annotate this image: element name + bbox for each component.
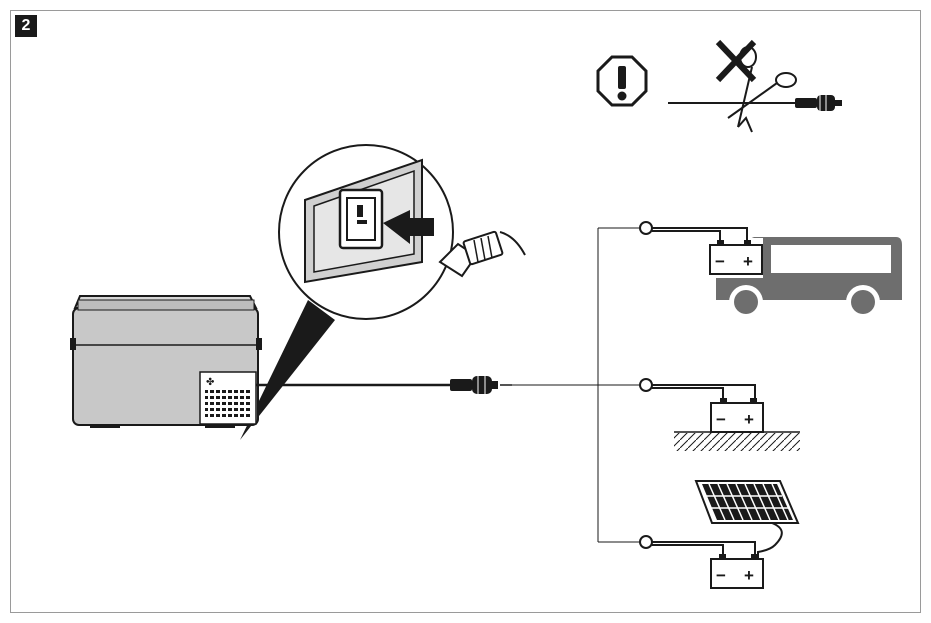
cooler-box: ✤ <box>70 295 262 428</box>
battery-plus-label: + <box>744 410 754 429</box>
vehicle-branch: − + <box>639 221 902 319</box>
dc-plug-icon <box>438 230 526 278</box>
battery-icon: − + <box>710 398 764 433</box>
ground-hatch <box>674 431 800 451</box>
battery-plus-label: + <box>743 252 753 271</box>
cigarette-plug-icon <box>795 95 842 111</box>
socket-detail-zoom <box>240 144 526 440</box>
arrow-icon <box>383 210 434 244</box>
battery-plus-label: + <box>744 566 754 585</box>
vent-grill: ✤ <box>199 371 257 425</box>
power-cable <box>256 376 598 394</box>
ground-battery-branch: − + <box>639 378 800 451</box>
cigarette-plug-icon <box>450 376 498 394</box>
cross-icon <box>715 39 757 83</box>
solar-panel-icon <box>694 480 800 524</box>
do-not-cut-cable <box>668 39 842 133</box>
distribution-lines <box>597 227 640 543</box>
figure-frame <box>10 10 921 613</box>
battery-minus-label: − <box>716 566 726 585</box>
fan-icon: ✤ <box>206 377 214 388</box>
battery-minus-label: − <box>715 252 725 271</box>
warning-octagon-icon <box>596 55 648 107</box>
figure-number: 2 <box>15 15 37 37</box>
battery-icon: − + <box>709 240 763 275</box>
solar-battery-branch: − + <box>639 480 800 589</box>
dc-socket-panel <box>304 158 423 284</box>
battery-icon: − + <box>710 554 764 589</box>
battery-minus-label: − <box>716 410 726 429</box>
